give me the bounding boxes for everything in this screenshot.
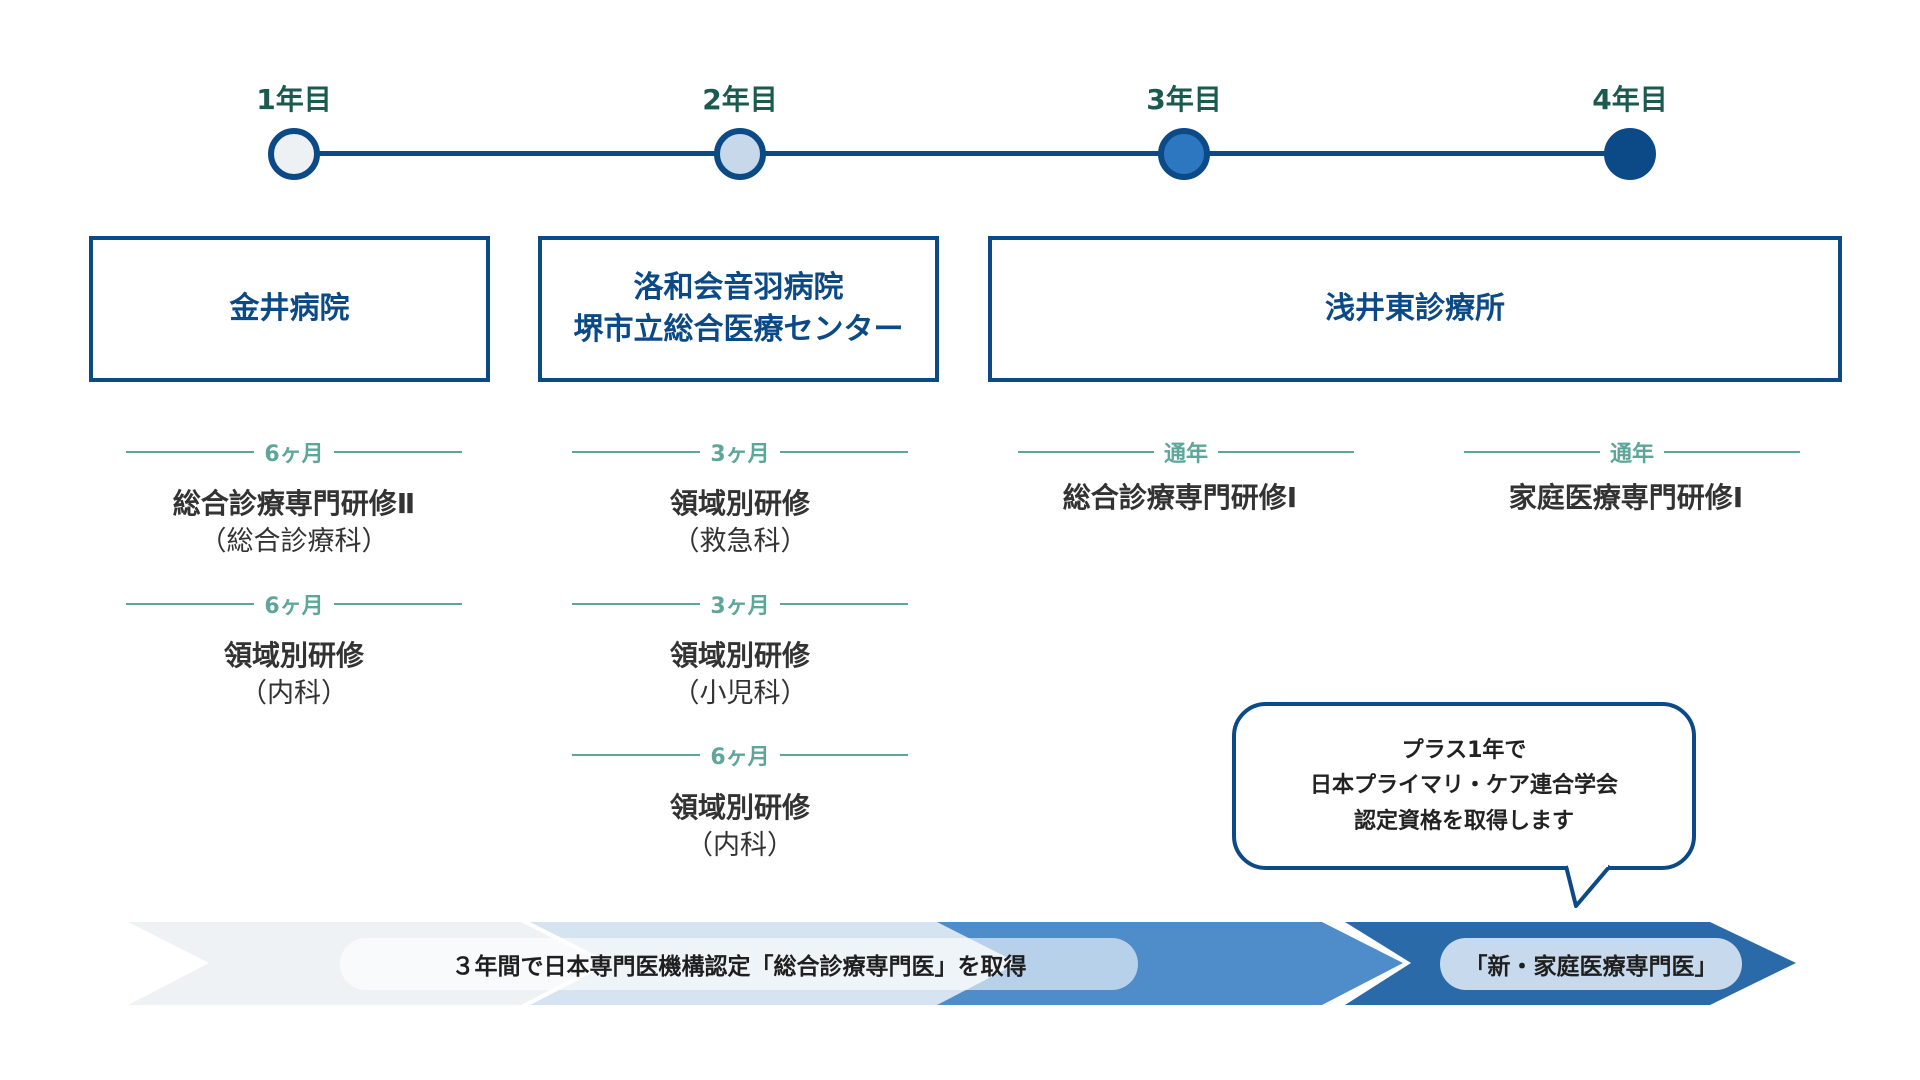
course-block: 総合診療専門研修Ⅱ （総合診療科）	[94, 484, 494, 561]
period-label: 6ヶ月	[264, 442, 324, 467]
course-dept: （内科）	[240, 678, 348, 710]
period-divider: 通年	[1464, 437, 1801, 467]
period-divider: 3ヶ月	[572, 437, 908, 467]
speech-bubble: プラス1年で 日本プライマリ・ケア連合学会 認定資格を取得します	[1232, 702, 1696, 870]
timeline-dot-year1	[268, 128, 320, 180]
period-label: 6ヶ月	[264, 594, 324, 619]
period-divider: 6ヶ月	[126, 437, 462, 467]
year-label-1: 1年目	[256, 83, 332, 116]
period-label: 通年	[1610, 442, 1655, 467]
course-block: 領域別研修 （救急科）	[540, 484, 940, 561]
period-divider: 3ヶ月	[572, 589, 908, 619]
course-title: 総合診療専門研修Ⅱ	[172, 487, 416, 520]
course-block: 領域別研修 （内科）	[94, 636, 494, 713]
bubble-line: 日本プライマリ・ケア連合学会	[1309, 773, 1618, 799]
course-title: 総合診療専門研修Ⅰ	[1062, 481, 1298, 514]
course-dept: （救急科）	[672, 526, 808, 558]
hospital-name: 洛和会音羽病院	[633, 270, 844, 305]
period-divider: 6ヶ月	[572, 740, 908, 770]
timeline-dot-year3	[1158, 128, 1210, 180]
hospital-box-kanai: 金井病院	[89, 236, 490, 382]
course-title: 領域別研修	[669, 487, 810, 520]
bubble-line: プラス1年で	[1401, 738, 1527, 764]
course-title: 領域別研修	[669, 639, 810, 672]
year-label-3: 3年目	[1146, 83, 1222, 116]
period-label: 3ヶ月	[710, 594, 770, 619]
course-title: 領域別研修	[669, 791, 810, 824]
hospital-name: 堺市立総合医療センター	[573, 312, 904, 347]
course-block: 領域別研修 （内科）	[540, 788, 940, 865]
year-label-4: 4年目	[1592, 83, 1668, 116]
period-label: 3ヶ月	[710, 442, 770, 467]
hospital-box-asaihigashi: 浅井東診療所	[988, 236, 1842, 382]
period-label: 通年	[1164, 442, 1209, 467]
course-dept: （総合診療科）	[199, 526, 389, 558]
year-label-2: 2年目	[702, 83, 778, 116]
hospital-box-rakuwakai-sakai: 洛和会音羽病院 堺市立総合医療センター	[538, 236, 939, 382]
hospital-name: 浅井東診療所	[1325, 291, 1505, 326]
certification-pill-specialist: ３年間で日本専門医機構認定「総合診療専門医」を取得	[340, 938, 1138, 990]
speech-bubble-tail	[1564, 862, 1612, 908]
period-label: 6ヶ月	[710, 745, 770, 770]
course-title: 領域別研修	[223, 639, 364, 672]
course-block: 領域別研修 （小児科）	[540, 636, 940, 713]
course-dept: （内科）	[686, 830, 794, 862]
course-block: 家庭医療専門研修Ⅰ	[1426, 478, 1826, 517]
timeline-line	[294, 151, 1632, 156]
bubble-line: 認定資格を取得します	[1353, 808, 1574, 834]
hospital-name: 金井病院	[229, 291, 350, 326]
timeline-dot-year2	[714, 128, 766, 180]
period-divider: 通年	[1018, 437, 1355, 467]
period-divider: 6ヶ月	[126, 589, 462, 619]
certification-pill-family-medicine: 「新・家庭医療専門医」	[1440, 938, 1742, 990]
course-block: 総合診療専門研修Ⅰ	[980, 478, 1380, 517]
course-title: 家庭医療専門研修Ⅰ	[1508, 481, 1744, 514]
course-dept: （小児科）	[672, 678, 808, 710]
timeline-dot-year4	[1604, 128, 1656, 180]
